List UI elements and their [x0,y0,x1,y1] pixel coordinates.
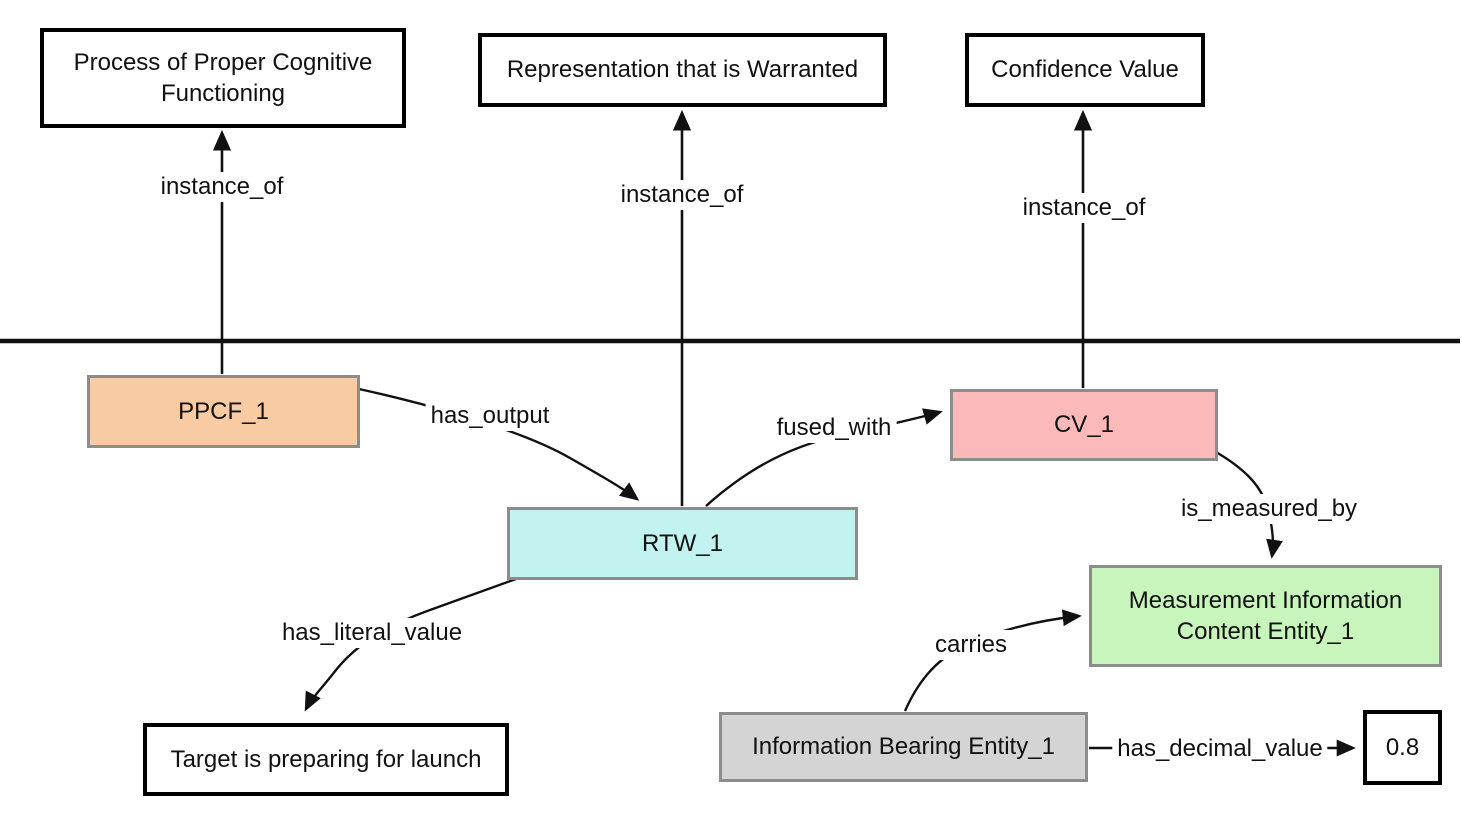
node-measurement-information-content-entity-1: Measurement Information Content Entity_1 [1089,565,1442,667]
edge-label-instance-of-rtw: instance_of [615,180,749,210]
node-label: Measurement Information Content Entity_1 [1128,586,1403,645]
node-label: CV_1 [1053,411,1115,439]
node-label: Target is preparing for launch [170,745,482,773]
edge-label-has-literal-value: has_literal_value [276,618,468,648]
node-process-of-proper-cognitive-functioning: Process of Proper Cognitive Functioning [40,28,406,128]
edge-label-instance-of-ppcf: instance_of [155,172,289,202]
node-label: 0.8 [1385,733,1420,761]
node-label: Confidence Value [991,56,1179,84]
node-cv-1: CV_1 [950,389,1218,461]
node-label: Information Bearing Entity_1 [752,733,1055,761]
node-information-bearing-entity-1: Information Bearing Entity_1 [719,712,1088,782]
node-representation-that-is-warranted: Representation that is Warranted [478,33,887,107]
node-confidence-value: Confidence Value [965,33,1205,107]
node-label: Representation that is Warranted [506,56,859,84]
node-label: RTW_1 [642,529,723,557]
edge-label-instance-of-cv: instance_of [1017,193,1151,223]
node-literal-target-is-preparing-for-launch: Target is preparing for launch [143,723,509,796]
edge-has-output [358,387,640,501]
node-ppcf-1: PPCF_1 [87,375,360,448]
edge-label-is-measured-by: is_measured_by [1175,494,1363,524]
node-label: PPCF_1 [178,397,269,425]
edge-label-fused-with: fused_with [771,413,897,443]
node-rtw-1: RTW_1 [507,507,858,580]
edge-label-has-output: has_output [425,401,555,431]
node-literal-decimal-value: 0.8 [1363,710,1442,785]
edge-label-has-decimal-value: has_decimal_value [1112,734,1328,764]
node-label: Process of Proper Cognitive Functioning [73,48,373,107]
edge-label-carries: carries [929,630,1013,660]
